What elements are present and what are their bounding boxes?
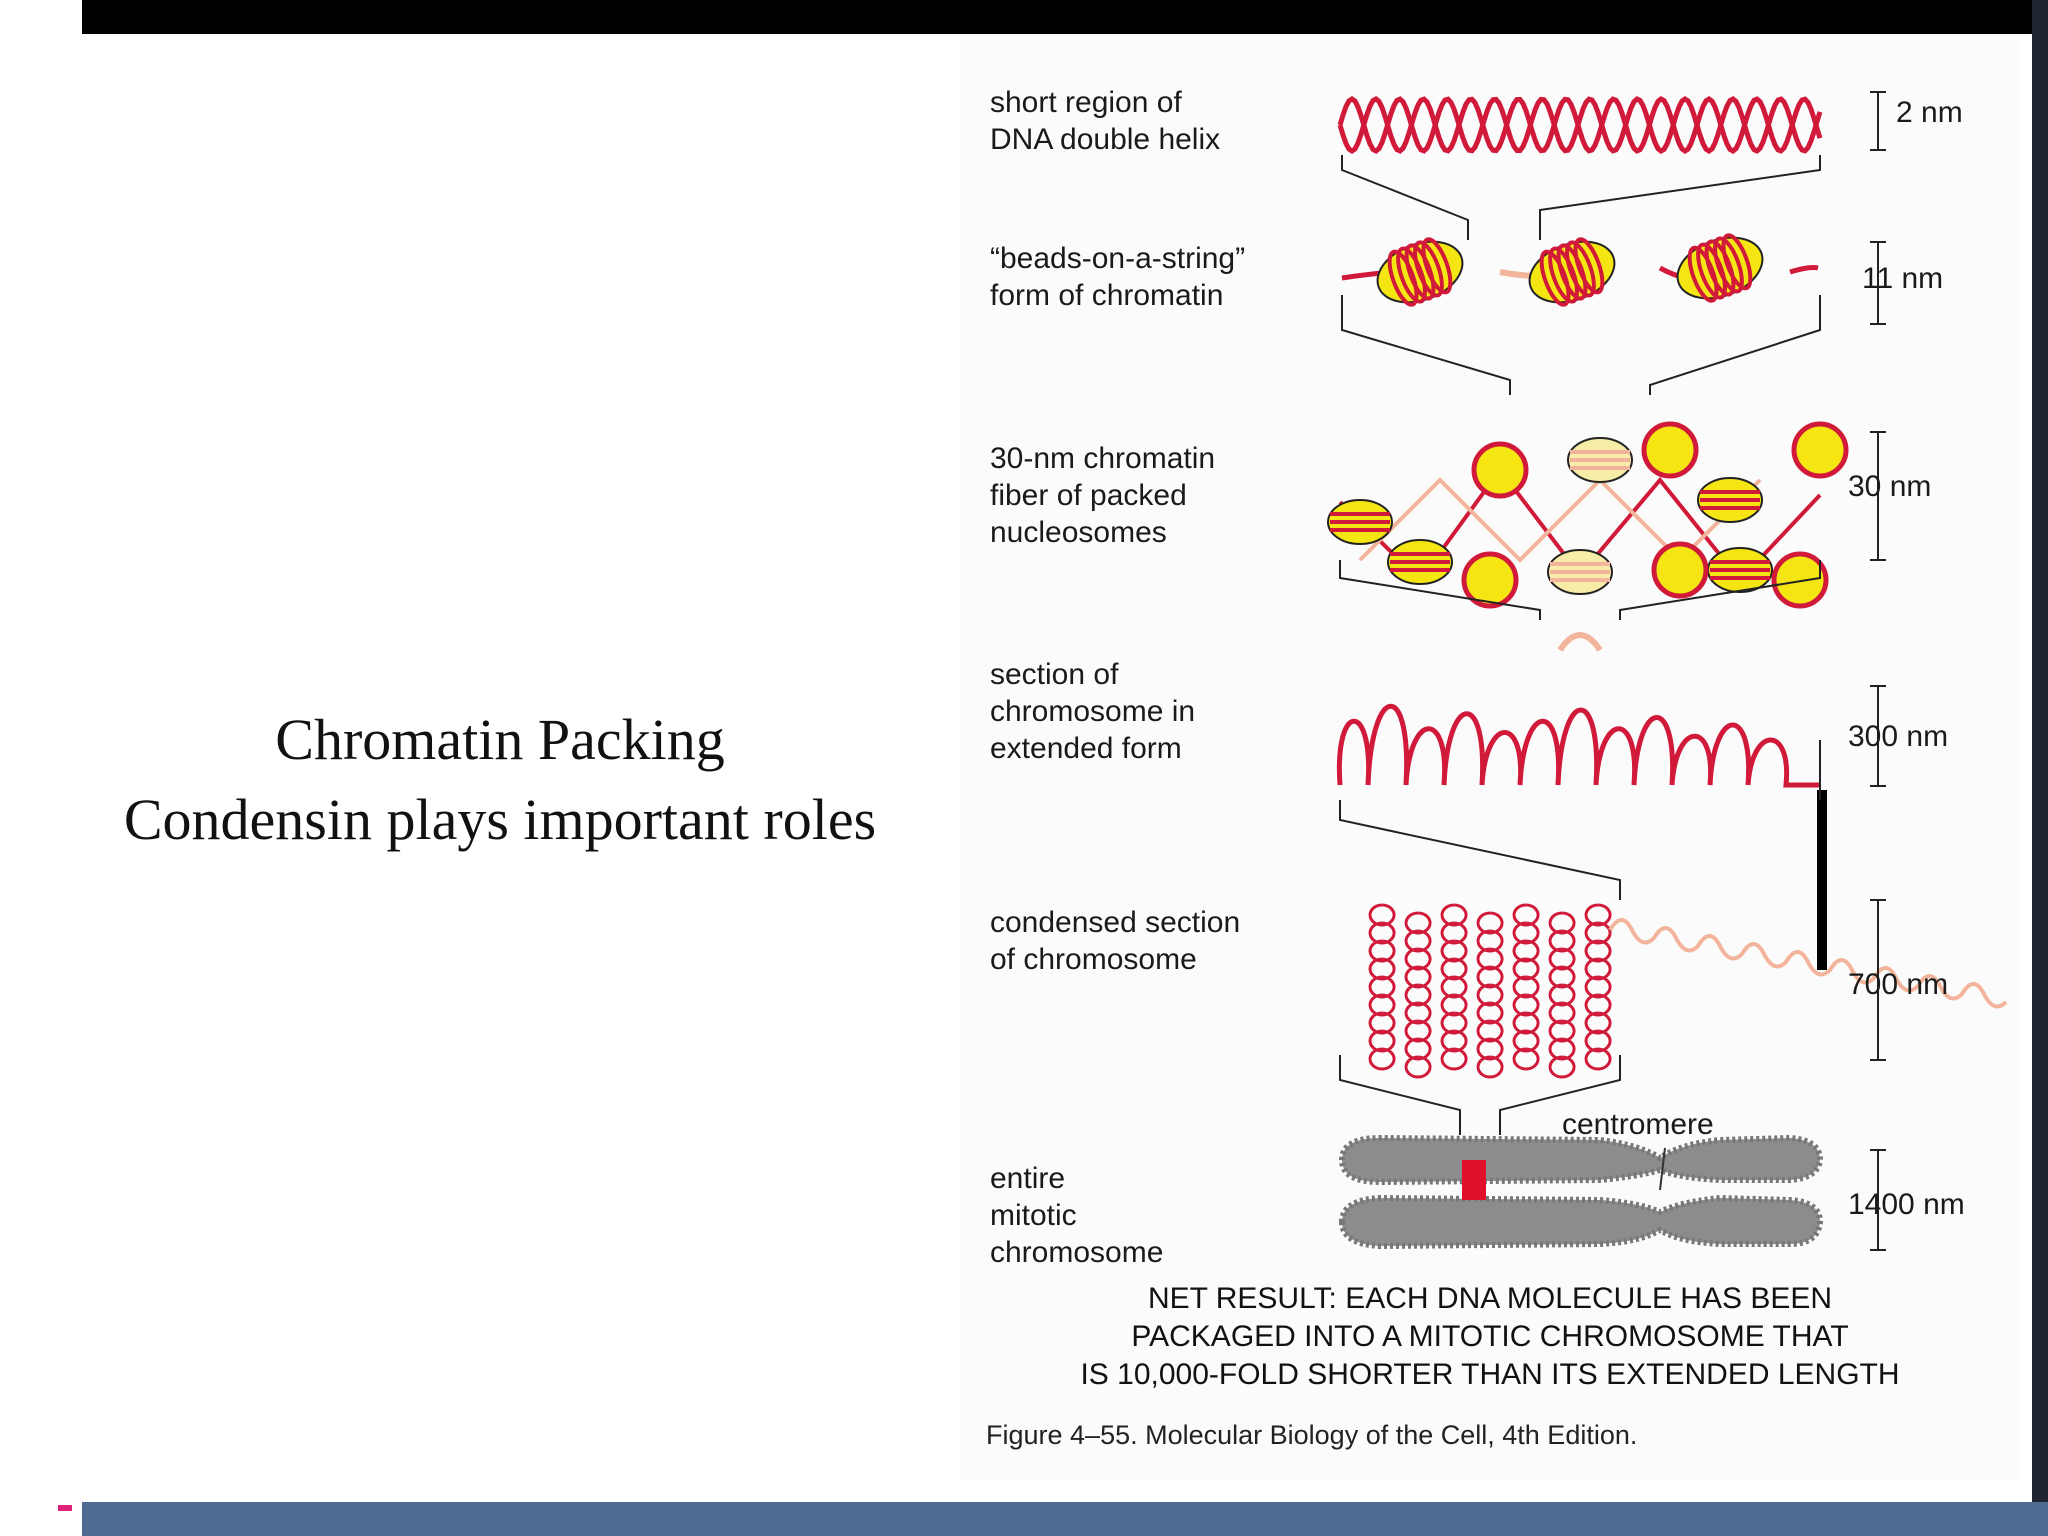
zoom-bracket-line [1540,155,1820,240]
label-line: extended form [990,730,1195,767]
zoom-bracket-line [1342,295,1510,395]
label-line: form of chromatin [990,277,1245,314]
size-label-300nm: 300 nm [1848,720,1948,754]
nucleosome-face [1654,544,1706,596]
zoom-bracket-line [1340,800,1620,900]
net-result-line: NET RESULT: EACH DNA MOLECULE HAS BEEN [960,1280,2020,1318]
dna-double-helix [1340,99,1820,151]
label-30nm-fiber: 30-nm chromatin fiber of packed nucleoso… [990,440,1215,551]
beads-on-string [1342,227,1818,314]
coiled-loop [1406,913,1430,1077]
chromatid [1342,1198,1820,1246]
size-label-30nm: 30 nm [1848,470,1931,504]
coiled-loop [1514,905,1538,1069]
label-line: nucleosomes [990,514,1215,551]
size-label-1400nm: 1400 nm [1848,1188,1965,1222]
top-bar [82,0,2032,34]
centromere-label: centromere [1562,1108,1714,1142]
net-result-line: IS 10,000-FOLD SHORTER THAN ITS EXTENDED… [960,1356,2020,1394]
zoom-bracket-line [1340,1055,1460,1135]
label-line: mitotic [990,1197,1163,1234]
size-label-11nm: 11 nm [1862,262,1943,296]
nucleosome-face [1474,444,1526,496]
coiled-loop [1370,905,1394,1069]
slide-marker [58,1505,72,1511]
slide-title-line-2: Condensin plays important roles [40,780,960,860]
size-label-2nm: 2 nm [1896,96,1963,130]
figure-caption: Figure 4–55. Molecular Biology of the Ce… [986,1420,1637,1451]
chromatin-packing-figure: short region of DNA double helix “beads-… [960,40,2020,1480]
label-extended-form: section of chromosome in extended form [990,656,1195,767]
net-result-line: PACKAGED INTO A MITOTIC CHROMOSOME THAT [960,1318,2020,1356]
label-line: DNA double helix [990,121,1220,158]
coiled-loop [1586,905,1610,1069]
mitotic-chromosome [1342,1138,1820,1246]
chromatin-loop [1560,635,1600,650]
30nm-fiber [1328,424,1846,606]
net-result-text: NET RESULT: EACH DNA MOLECULE HAS BEEN P… [960,1280,2020,1394]
chromatid [1342,1138,1820,1182]
label-line: chromosome in [990,693,1195,730]
zoom-bracket-line [1342,155,1468,240]
label-condensed-section: condensed section of chromosome [990,904,1240,978]
label-line: fiber of packed [990,477,1215,514]
label-line: condensed section [990,904,1240,941]
nucleosome-face [1644,424,1696,476]
coiled-loop [1550,913,1574,1077]
label-mitotic-chromosome: entire mitotic chromosome [990,1160,1163,1271]
nucleosome-face [1794,424,1846,476]
chromatin-loop [1339,706,1820,785]
linker-dna [1790,268,1818,273]
label-dna-helix: short region of DNA double helix [990,84,1220,158]
label-line: 30-nm chromatin [990,440,1215,477]
extended-chromosome-section [1339,635,1822,970]
coiled-loop [1478,913,1502,1077]
label-line: chromosome [990,1234,1163,1271]
coiled-loop [1442,905,1466,1069]
label-beads-on-string: “beads-on-a-string” form of chromatin [990,240,1245,314]
label-line: short region of [990,84,1220,121]
slide-title: Chromatin Packing Condensin plays import… [40,700,960,860]
bottom-bar [82,1502,2048,1536]
label-line: entire [990,1160,1163,1197]
highlighted-region [1462,1160,1486,1200]
label-line: section of [990,656,1195,693]
label-line: “beads-on-a-string” [990,240,1245,277]
size-label-700nm: 700 nm [1848,968,1948,1002]
right-edge-bar [2032,0,2048,1536]
label-line: of chromosome [990,941,1240,978]
nucleosome-face [1774,554,1826,606]
zoom-bracket-line [1650,295,1820,395]
slide-title-line-1: Chromatin Packing [40,700,960,780]
